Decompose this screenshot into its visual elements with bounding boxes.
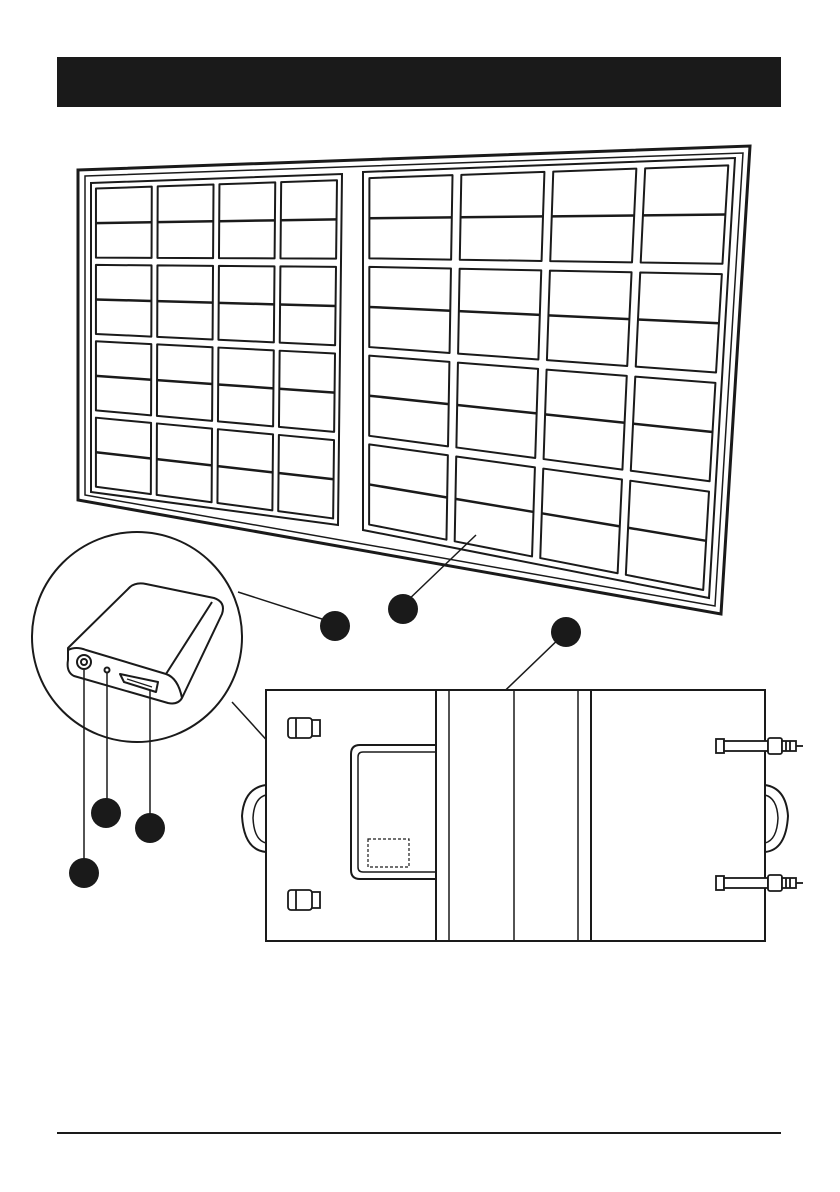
cell-bus-line (96, 299, 151, 301)
cell-bus-line (96, 222, 152, 223)
marker-solar-panel (388, 594, 418, 624)
zoom-connector-top (238, 592, 325, 620)
marker-indicator-light (91, 798, 121, 828)
case-body (266, 690, 765, 941)
cell-bus-line (280, 305, 335, 307)
folded-case-illustration (242, 690, 803, 941)
cell-bus-line (369, 217, 451, 218)
cell-bus-line (158, 221, 214, 222)
connector-bottom (716, 875, 803, 891)
connector-top (716, 738, 803, 754)
cell-bus-line (219, 303, 274, 305)
marker-dc-output (69, 858, 99, 888)
cell-bus-line (219, 220, 275, 221)
marker-fabric-case (551, 617, 581, 647)
marker-junction-box (320, 611, 350, 641)
cell-bus-line (281, 219, 337, 220)
marker-usb-output (135, 813, 165, 843)
cell-bus-line (643, 215, 725, 216)
cell-bus-line (552, 215, 634, 216)
round-port-illustration (77, 655, 91, 669)
footer-rule (57, 1132, 781, 1134)
cell-bus-line (461, 216, 543, 217)
cell-bus-line (157, 301, 212, 303)
